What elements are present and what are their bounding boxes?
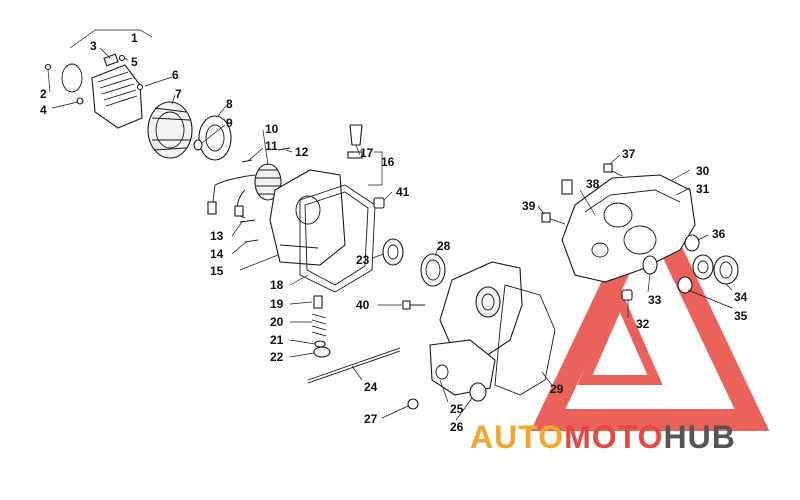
callout-25: 25 (450, 402, 464, 416)
callout-29: 29 (550, 382, 564, 396)
callout-27: 27 (364, 412, 378, 426)
callout-23: 23 (356, 253, 370, 267)
callout-11: 11 (265, 139, 278, 153)
callout-26: 26 (450, 420, 464, 434)
callout-8: 8 (226, 97, 233, 111)
callout-21: 21 (270, 333, 284, 347)
callout-7: 7 (175, 87, 182, 101)
callout-2: 2 (40, 87, 47, 101)
watermark-hub: HUB (663, 419, 735, 455)
callout-6: 6 (172, 68, 179, 82)
callout-17: 17 (360, 146, 374, 160)
callout-4: 4 (40, 103, 47, 117)
seal-33 (642, 255, 658, 275)
stator-cover (269, 169, 346, 266)
leader-lines (47, 29, 733, 421)
callout-9: 9 (226, 116, 233, 130)
callout-37: 37 (622, 147, 636, 161)
callout-3: 3 (90, 39, 97, 53)
bearing-35 (692, 254, 714, 280)
oil-seal (382, 238, 404, 266)
right-case-group (541, 163, 739, 301)
bearing-34 (713, 255, 739, 285)
callout-numbers: 1 2 3 4 5 6 7 8 9 10 11 12 13 14 15 16 1… (40, 31, 748, 434)
callout-1: 1 (131, 31, 138, 45)
callout-40: 40 (356, 298, 370, 312)
bearing-ring (420, 253, 446, 287)
callout-36: 36 (712, 227, 726, 241)
wiring-harness (211, 174, 256, 219)
through-bolt (307, 347, 401, 381)
svg-text:AUTOMOTOHUB: AUTOMOTOHUB (470, 419, 736, 455)
flywheel (147, 101, 193, 159)
callout-19: 19 (270, 297, 284, 311)
callout-13: 13 (210, 229, 224, 243)
center-case-group (307, 238, 556, 410)
callout-28: 28 (437, 239, 451, 253)
callout-10: 10 (265, 122, 279, 136)
callout-5: 5 (131, 55, 138, 69)
fill-plug (349, 124, 363, 146)
callout-12: 12 (295, 145, 309, 159)
callout-41: 41 (396, 185, 410, 199)
cover-gasket (299, 184, 376, 293)
watermark-triangle (530, 179, 770, 431)
callout-22: 22 (270, 350, 284, 364)
watermark-moto: MOTO (564, 419, 663, 455)
flywheel-shroud (91, 64, 143, 129)
seal-36 (684, 234, 700, 252)
relief-valve (313, 295, 323, 309)
callout-32: 32 (636, 317, 650, 331)
gasket-ring (61, 63, 83, 93)
watermark-logo: AUTOMOTOHUB (470, 419, 736, 455)
callout-16: 16 (381, 155, 395, 169)
callout-24: 24 (364, 380, 378, 394)
callout-33: 33 (648, 293, 662, 307)
watermark-auto: AUTO (470, 419, 564, 455)
callout-14: 14 (210, 247, 224, 261)
callout-31: 31 (696, 182, 710, 196)
stator-cover-group (44, 53, 385, 293)
callout-18: 18 (270, 278, 284, 292)
callout-15: 15 (210, 264, 224, 278)
callout-35: 35 (734, 309, 748, 323)
callout-38: 38 (586, 177, 600, 191)
callout-20: 20 (270, 315, 284, 329)
case-gasket (494, 284, 556, 396)
callout-34: 34 (734, 290, 748, 304)
callout-39: 39 (522, 199, 536, 213)
callout-30: 30 (696, 164, 710, 178)
